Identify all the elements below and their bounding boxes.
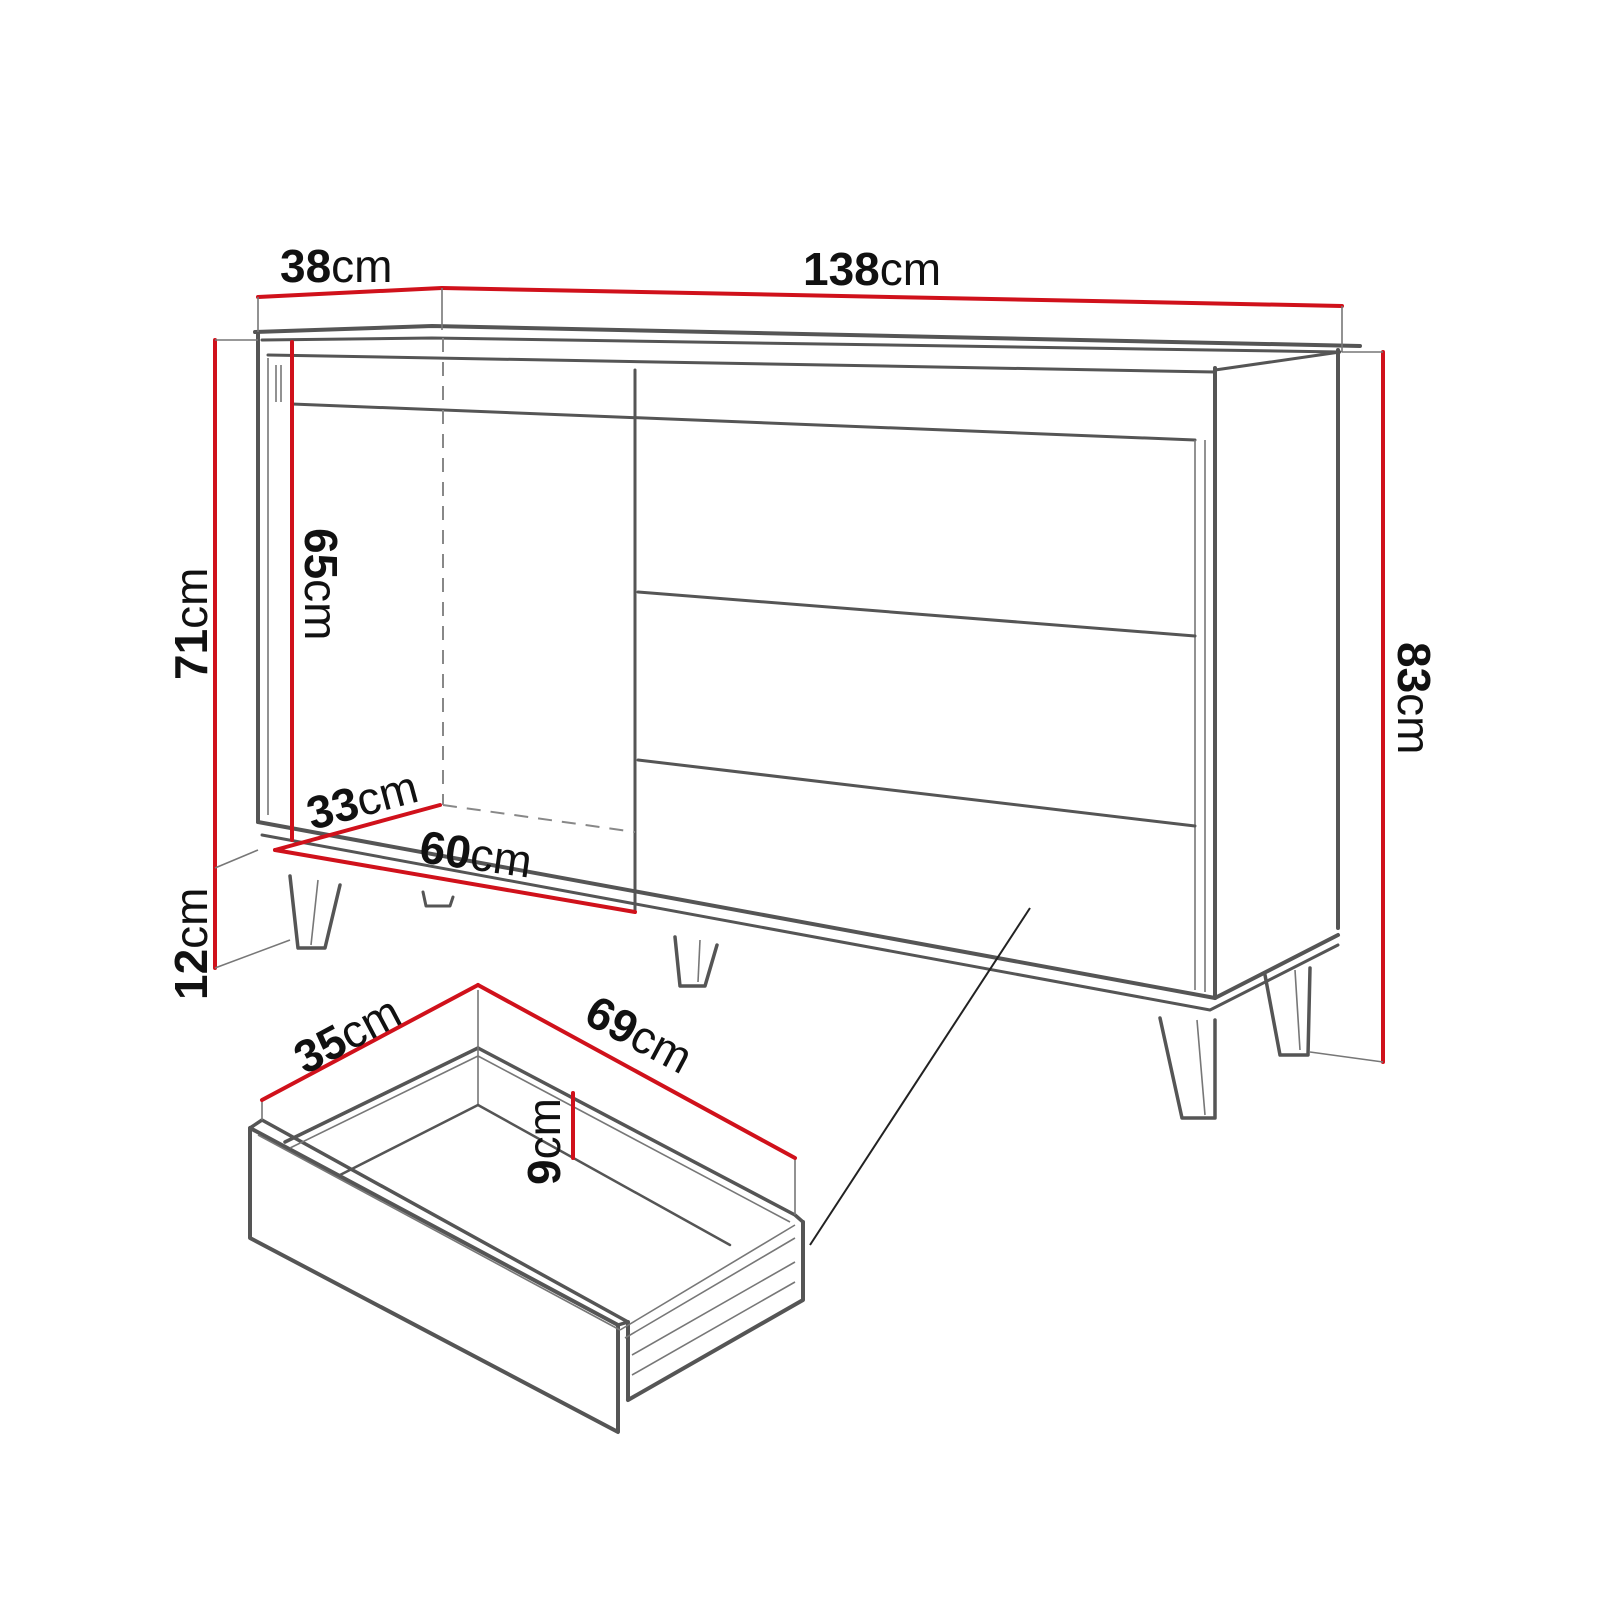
cabinet-top-back-edge	[253, 324, 1362, 348]
leg-back-left-stub	[421, 890, 455, 908]
drawer-line-2	[636, 758, 1197, 828]
dim-ext-left-mid	[214, 849, 259, 869]
drawer-back-edge-right-inner	[477, 1055, 791, 1223]
dim-line-drawer-depth	[260, 983, 480, 1102]
leg-front-left-inner	[310, 879, 319, 946]
label-total-height: 83cm	[1388, 642, 1440, 755]
dimension-lines	[213, 286, 1385, 1160]
drawer-back-edge-left-inner	[289, 1055, 479, 1149]
label-inner-width: 60cm	[417, 820, 536, 887]
label-inner-depth: 33cm	[301, 760, 423, 839]
dim-ext-left-bottom	[214, 939, 291, 969]
dim-ext-right-bottom	[1309, 1051, 1384, 1063]
leg-front-right-inner	[1196, 1019, 1206, 1116]
label-depth: 38cm	[280, 240, 393, 292]
label-inner-height: 65cm	[295, 528, 347, 641]
inner-compartment-dashed-floor	[442, 804, 636, 833]
dim-line-drawer-width	[476, 983, 797, 1160]
dim-line-width	[440, 286, 1344, 308]
cabinet-left-handle	[275, 365, 282, 402]
drawer-callout-leader	[809, 907, 1031, 1246]
drawer-floor-right	[476, 1103, 732, 1247]
cabinet-legs	[288, 874, 1312, 1120]
leg-middle-inner	[697, 939, 701, 983]
cabinet-right-side-bottom	[1213, 933, 1340, 1000]
leg-middle	[673, 935, 719, 988]
leg-front-left	[288, 874, 342, 950]
cabinet-bottom-plinth	[260, 833, 1340, 1012]
drawer-side-right-inner	[631, 1261, 796, 1376]
drawer-front-inner-top	[257, 1134, 621, 1331]
cabinet-top-rail	[290, 402, 1197, 442]
leg-back-right	[1263, 966, 1312, 1057]
cabinet-top-front-edge	[260, 336, 1342, 372]
drawer-line-1	[636, 590, 1197, 638]
cabinet-bottom-front-edge	[256, 820, 1217, 1000]
leg-back-right-inner	[1294, 969, 1301, 1051]
cabinet-top-inner-edge	[266, 353, 1217, 374]
label-drawer-depth: 35cm	[285, 985, 409, 1084]
label-leg-height: 12cm	[165, 888, 217, 1001]
dim-line-inner-width	[273, 848, 637, 914]
label-drawer-height: 9cm	[518, 1098, 570, 1185]
drawer-floor-left	[338, 1103, 480, 1177]
label-width: 138cm	[803, 243, 941, 295]
drawer-back-edge-left	[283, 1046, 480, 1144]
dim-line-inner-depth	[273, 803, 442, 852]
label-drawer-width: 69cm	[577, 985, 701, 1084]
drawer-right-top-lip	[619, 1224, 796, 1339]
drawer-side-right	[626, 1220, 805, 1402]
dim-line-depth	[256, 286, 444, 299]
drawer-front-panel	[248, 1126, 620, 1434]
cabinet	[253, 324, 1362, 1012]
label-body-height: 71cm	[165, 568, 217, 681]
drawer-detail	[248, 990, 805, 1434]
dimension-labels: 38cm 138cm 71cm 65cm 12cm 33cm 60cm 83cm…	[165, 240, 1440, 1185]
drawer-front-top	[248, 1118, 630, 1327]
leg-front-right	[1158, 1016, 1217, 1120]
